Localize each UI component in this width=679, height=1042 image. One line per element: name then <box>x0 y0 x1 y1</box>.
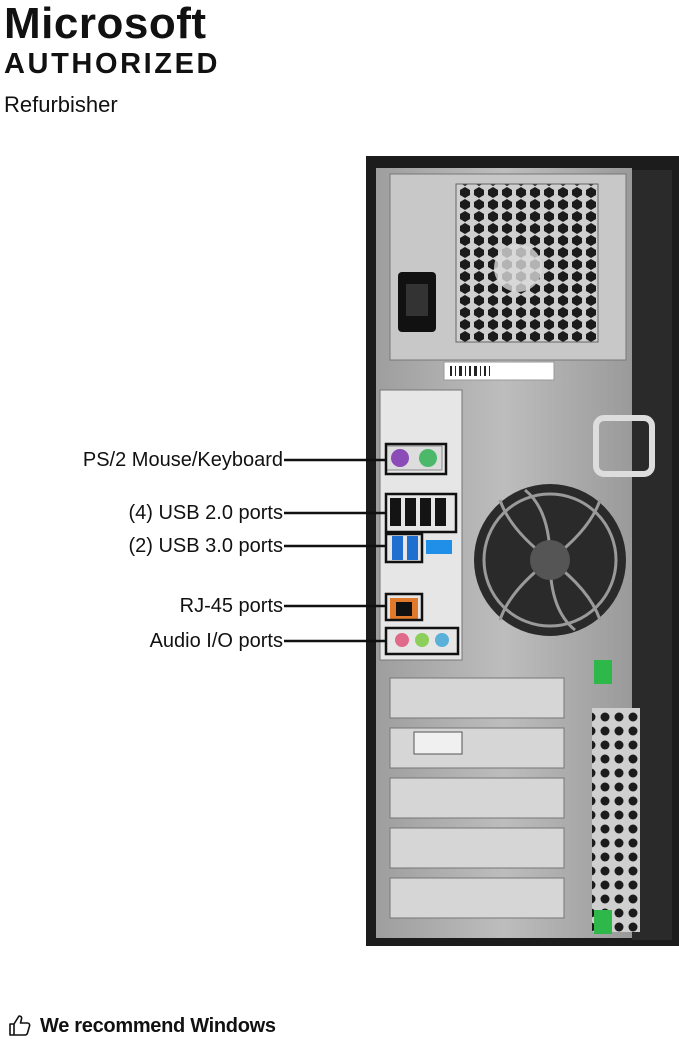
callout-audio: Audio I/O ports <box>149 630 283 652</box>
green-latch-top <box>594 660 612 684</box>
barcode-label <box>443 361 555 381</box>
brand-microsoft: Microsoft <box>4 0 207 48</box>
footer-text: We recommend Windows <box>40 1015 276 1037</box>
footer-recommend: We recommend Windows <box>8 1012 276 1040</box>
audio-port-green <box>415 633 429 647</box>
brand-refurbisher: Refurbisher <box>4 92 118 117</box>
usb-2-ports <box>390 498 446 526</box>
ps2-mouse-port <box>391 449 409 467</box>
ps2-keyboard-port <box>419 449 437 467</box>
expansion-slots <box>389 677 565 919</box>
callout-usb3: (2) USB 3.0 ports <box>128 535 283 557</box>
callout-ps2: PS/2 Mouse/Keyboard <box>82 449 283 471</box>
callout-rj45: RJ-45 ports <box>179 595 283 617</box>
vent-grille <box>592 708 640 932</box>
case-handle <box>593 415 655 477</box>
thumbs-up-icon <box>9 1015 31 1036</box>
audio-port-pink <box>395 633 409 647</box>
pc-tower-rear-image <box>366 156 679 946</box>
green-latch-bottom <box>594 910 612 934</box>
brand-authorized: AUTHORIZED <box>4 48 221 80</box>
audio-port-blue <box>435 633 449 647</box>
callout-usb2: (4) USB 2.0 ports <box>128 502 283 524</box>
usb-3-ports <box>392 536 418 560</box>
